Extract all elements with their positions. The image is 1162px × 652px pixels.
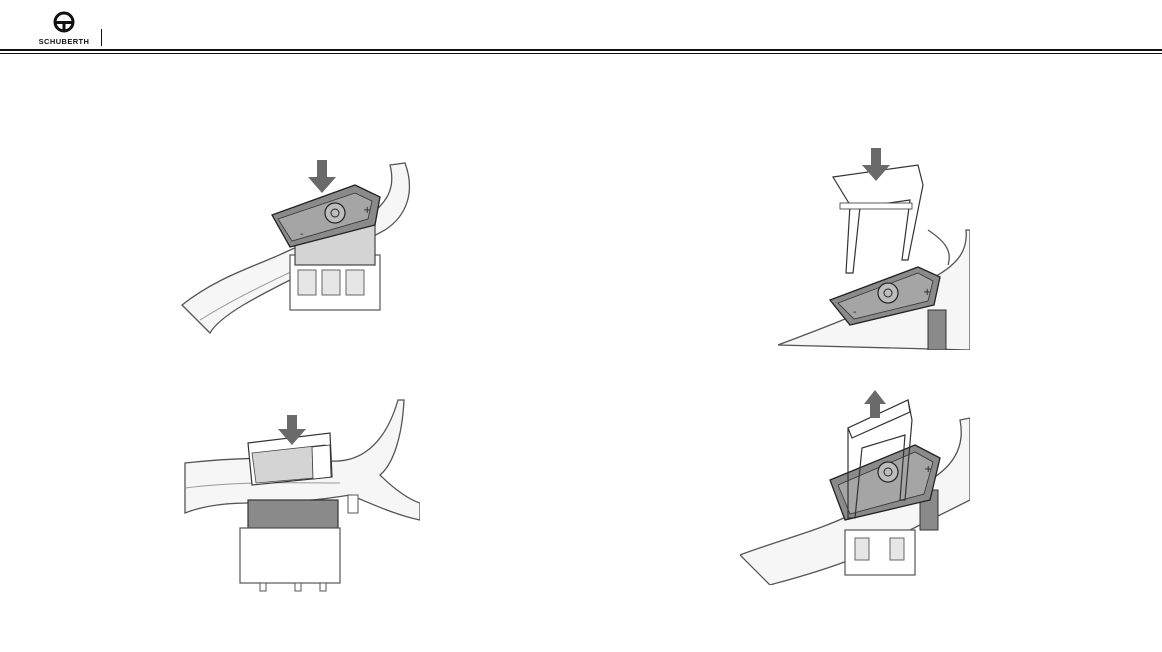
illustration-step-4: + bbox=[740, 390, 970, 585]
svg-text:+: + bbox=[924, 464, 932, 475]
schuberth-logo: SCHUBERTH bbox=[30, 10, 102, 50]
svg-text:+: + bbox=[923, 287, 931, 298]
schuberth-logo-icon bbox=[52, 10, 76, 34]
svg-text:-: - bbox=[853, 307, 857, 318]
illustration-step-2: + - bbox=[778, 145, 970, 350]
header-rule-thin bbox=[0, 53, 1162, 54]
illustration-step-3 bbox=[180, 395, 420, 595]
press-down-arrow-icon bbox=[308, 160, 336, 193]
brand-name: SCHUBERTH bbox=[30, 37, 98, 46]
page-header: SCHUBERTH bbox=[0, 0, 1162, 56]
svg-text:-: - bbox=[300, 229, 304, 240]
svg-text:+: + bbox=[363, 205, 371, 216]
illustration-step-1: + - bbox=[180, 155, 420, 335]
logo-separator bbox=[101, 29, 102, 46]
header-rule-thick bbox=[0, 49, 1162, 51]
